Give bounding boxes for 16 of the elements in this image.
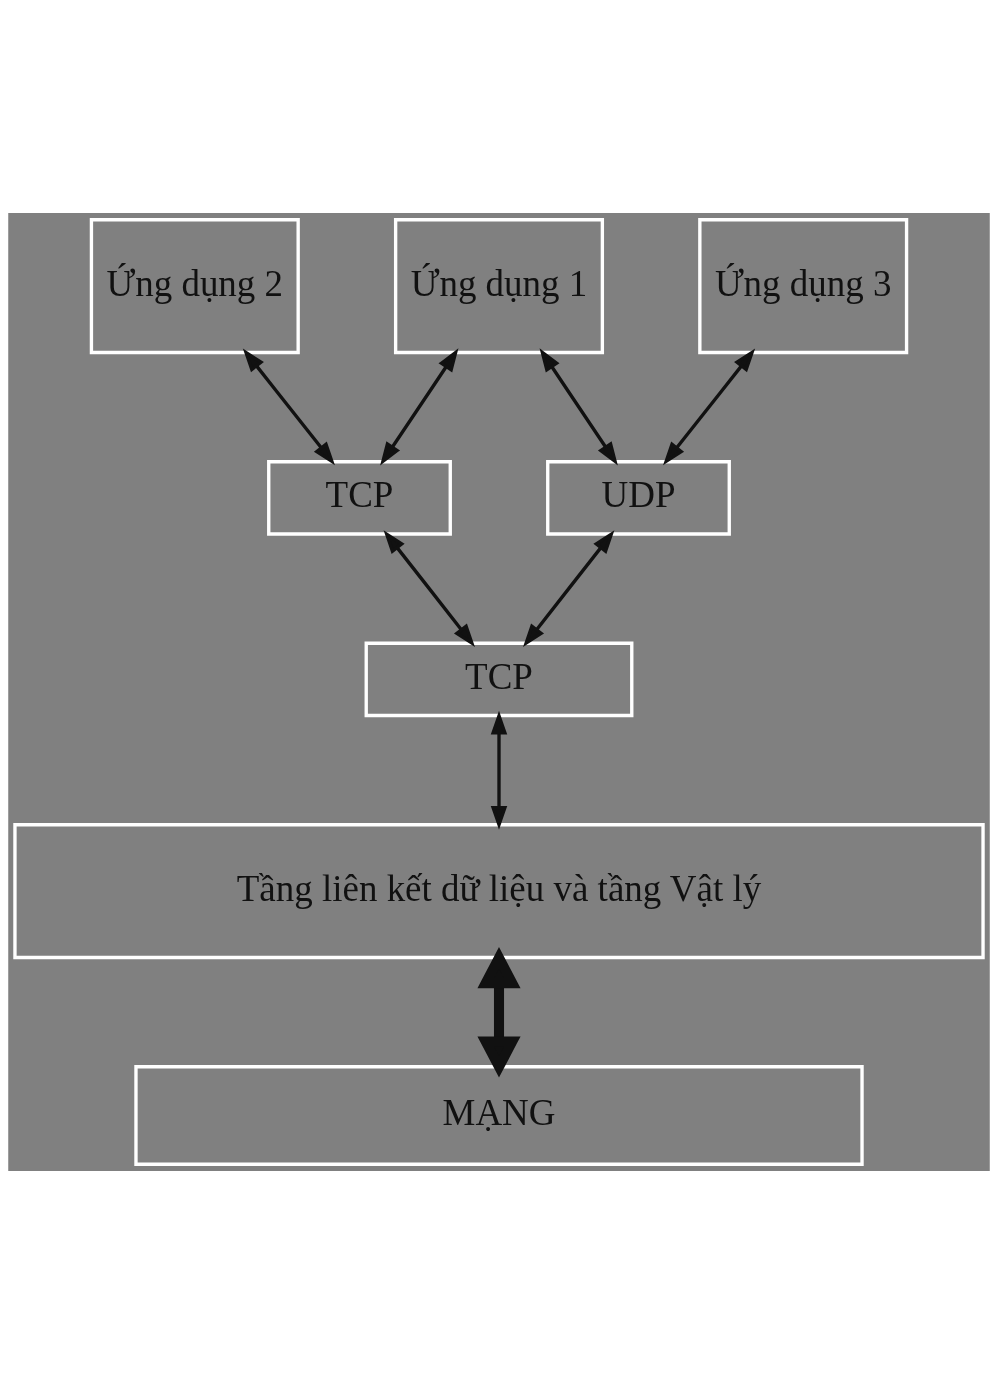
node-box: UDP: [546, 459, 731, 536]
arrow: [477, 946, 521, 1078]
arrow: [523, 529, 615, 647]
node-box: Ứng dụng 2: [89, 217, 300, 354]
node-box: Ứng dụng 3: [698, 217, 909, 354]
arrow: [663, 348, 756, 465]
node-box: TCP: [267, 459, 452, 536]
arrow: [383, 529, 475, 647]
node-box: MẠNG: [134, 1064, 864, 1166]
arrow: [490, 710, 508, 830]
arrow: [380, 347, 459, 465]
node-box: TCP: [364, 641, 634, 717]
arrow: [539, 347, 618, 465]
node-box: Tầng liên kết dữ liệu và tầng Vật lý: [13, 822, 985, 959]
arrow: [242, 348, 335, 465]
node-box: Ứng dụng 1: [393, 217, 605, 354]
